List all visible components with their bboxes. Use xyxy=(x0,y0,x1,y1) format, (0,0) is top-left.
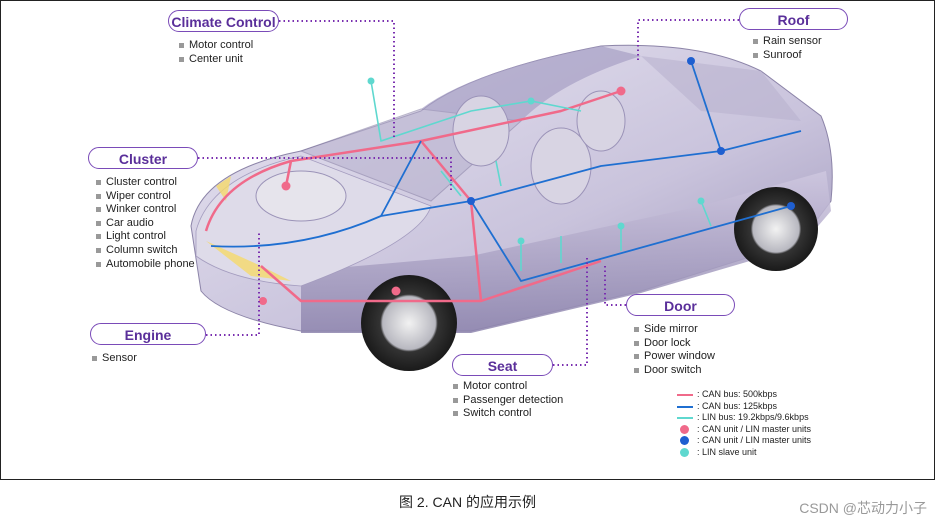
legend-text: : CAN unit / LIN master units xyxy=(697,435,812,446)
can-500k-unit xyxy=(281,181,291,191)
list-item: Winker control xyxy=(96,203,195,217)
can-125k-line xyxy=(210,60,802,282)
lin-slave-unit xyxy=(527,97,535,105)
legend-text: : LIN slave unit xyxy=(697,446,757,457)
figure-caption: 图 2. CAN 的应用示例 xyxy=(399,494,536,510)
legend-text: : CAN bus: 125kbps xyxy=(697,400,778,411)
legend: : CAN bus: 500kbps : CAN bus: 125kbps : … xyxy=(677,389,811,459)
list-item: Wiper control xyxy=(96,190,195,204)
list-item: Switch control xyxy=(453,407,563,421)
legend-item: : CAN unit / LIN master units xyxy=(677,424,811,436)
seat-shape xyxy=(452,95,510,167)
watermark: CSDN @芯动力小子 xyxy=(799,500,927,516)
list-item: Motor control xyxy=(453,380,563,394)
list-item: Motor control xyxy=(179,39,253,53)
lin-slave-unit xyxy=(617,222,625,230)
can-500k-unit xyxy=(259,297,267,305)
seat-shape xyxy=(530,127,592,205)
legend-item: : CAN bus: 500kbps xyxy=(677,389,811,401)
can-125k-unit xyxy=(687,57,695,65)
lin-swatch xyxy=(677,417,693,420)
list-item: Side mirror xyxy=(634,323,715,337)
list-item: Sunroof xyxy=(753,49,822,63)
list-item: Sensor xyxy=(92,352,137,366)
legend-text: : CAN bus: 500kbps xyxy=(697,389,778,399)
list-item: Light control xyxy=(96,230,195,244)
list-item: Door switch xyxy=(634,364,715,378)
lin-slave-unit xyxy=(697,197,705,205)
seat-shape xyxy=(576,90,626,152)
list-item: Column switch xyxy=(96,244,195,258)
can-125k-dot xyxy=(680,436,689,446)
front-wheel xyxy=(361,275,457,371)
list-item: Car audio xyxy=(96,217,195,231)
can-500k-unit xyxy=(391,286,401,296)
rear-window xyxy=(641,56,801,121)
legend-text: : LIN bus: 19.2kbps/9.6kbps xyxy=(697,412,809,423)
cluster-list: Cluster control Wiper control Winker con… xyxy=(96,176,195,271)
can-125k-swatch xyxy=(677,405,693,408)
engine-block xyxy=(255,170,347,222)
door-label: Door xyxy=(626,294,735,316)
climate-control-label: Climate Control xyxy=(168,10,279,32)
legend-text: : CAN unit / LIN master units xyxy=(697,423,812,434)
can-500k-dot xyxy=(680,424,689,434)
list-item: Door lock xyxy=(634,337,715,351)
lin-slave-unit xyxy=(367,77,375,85)
seat-label: Seat xyxy=(452,354,553,376)
engine-list: Sensor xyxy=(92,352,137,366)
can-500k-line xyxy=(204,89,622,303)
roof-list: Rain sensor Sunroof xyxy=(753,35,822,62)
engine-label: Engine xyxy=(90,323,206,345)
lin-line xyxy=(370,80,712,271)
headlight xyxy=(206,241,291,281)
legend-item: : LIN bus: 19.2kbps/9.6kbps xyxy=(677,412,811,424)
can-500k-unit xyxy=(616,86,626,96)
can-125k-unit xyxy=(717,147,725,155)
leader-climate xyxy=(279,20,395,139)
list-item: Power window xyxy=(634,350,715,364)
leader-cluster xyxy=(198,157,452,191)
roof-label: Roof xyxy=(739,8,848,30)
seat-list: Motor control Passenger detection Switch… xyxy=(453,380,563,421)
can-125k-unit xyxy=(787,202,795,210)
diagram-frame: Climate Control Motor control Center uni… xyxy=(0,0,935,480)
legend-item: : CAN unit / LIN master units xyxy=(677,435,811,447)
list-item: Passenger detection xyxy=(453,394,563,408)
cluster-label: Cluster xyxy=(88,147,198,169)
legend-item: : CAN bus: 125kbps xyxy=(677,401,811,413)
can-500k-swatch xyxy=(677,394,693,396)
lin-slave-unit xyxy=(517,237,525,245)
list-item: Rain sensor xyxy=(753,35,822,49)
car-illustration xyxy=(190,19,833,371)
list-item: Automobile phone xyxy=(96,258,195,272)
can-125k-unit xyxy=(467,197,475,205)
list-item: Center unit xyxy=(179,53,253,67)
climate-control-list: Motor control Center unit xyxy=(179,39,253,66)
door-list: Side mirror Door lock Power window Door … xyxy=(634,323,715,377)
legend-item: : LIN slave unit xyxy=(677,447,811,459)
rear-wheel xyxy=(734,187,818,271)
list-item: Cluster control xyxy=(96,176,195,190)
lin-slave-dot xyxy=(680,447,689,457)
hood xyxy=(195,155,432,287)
